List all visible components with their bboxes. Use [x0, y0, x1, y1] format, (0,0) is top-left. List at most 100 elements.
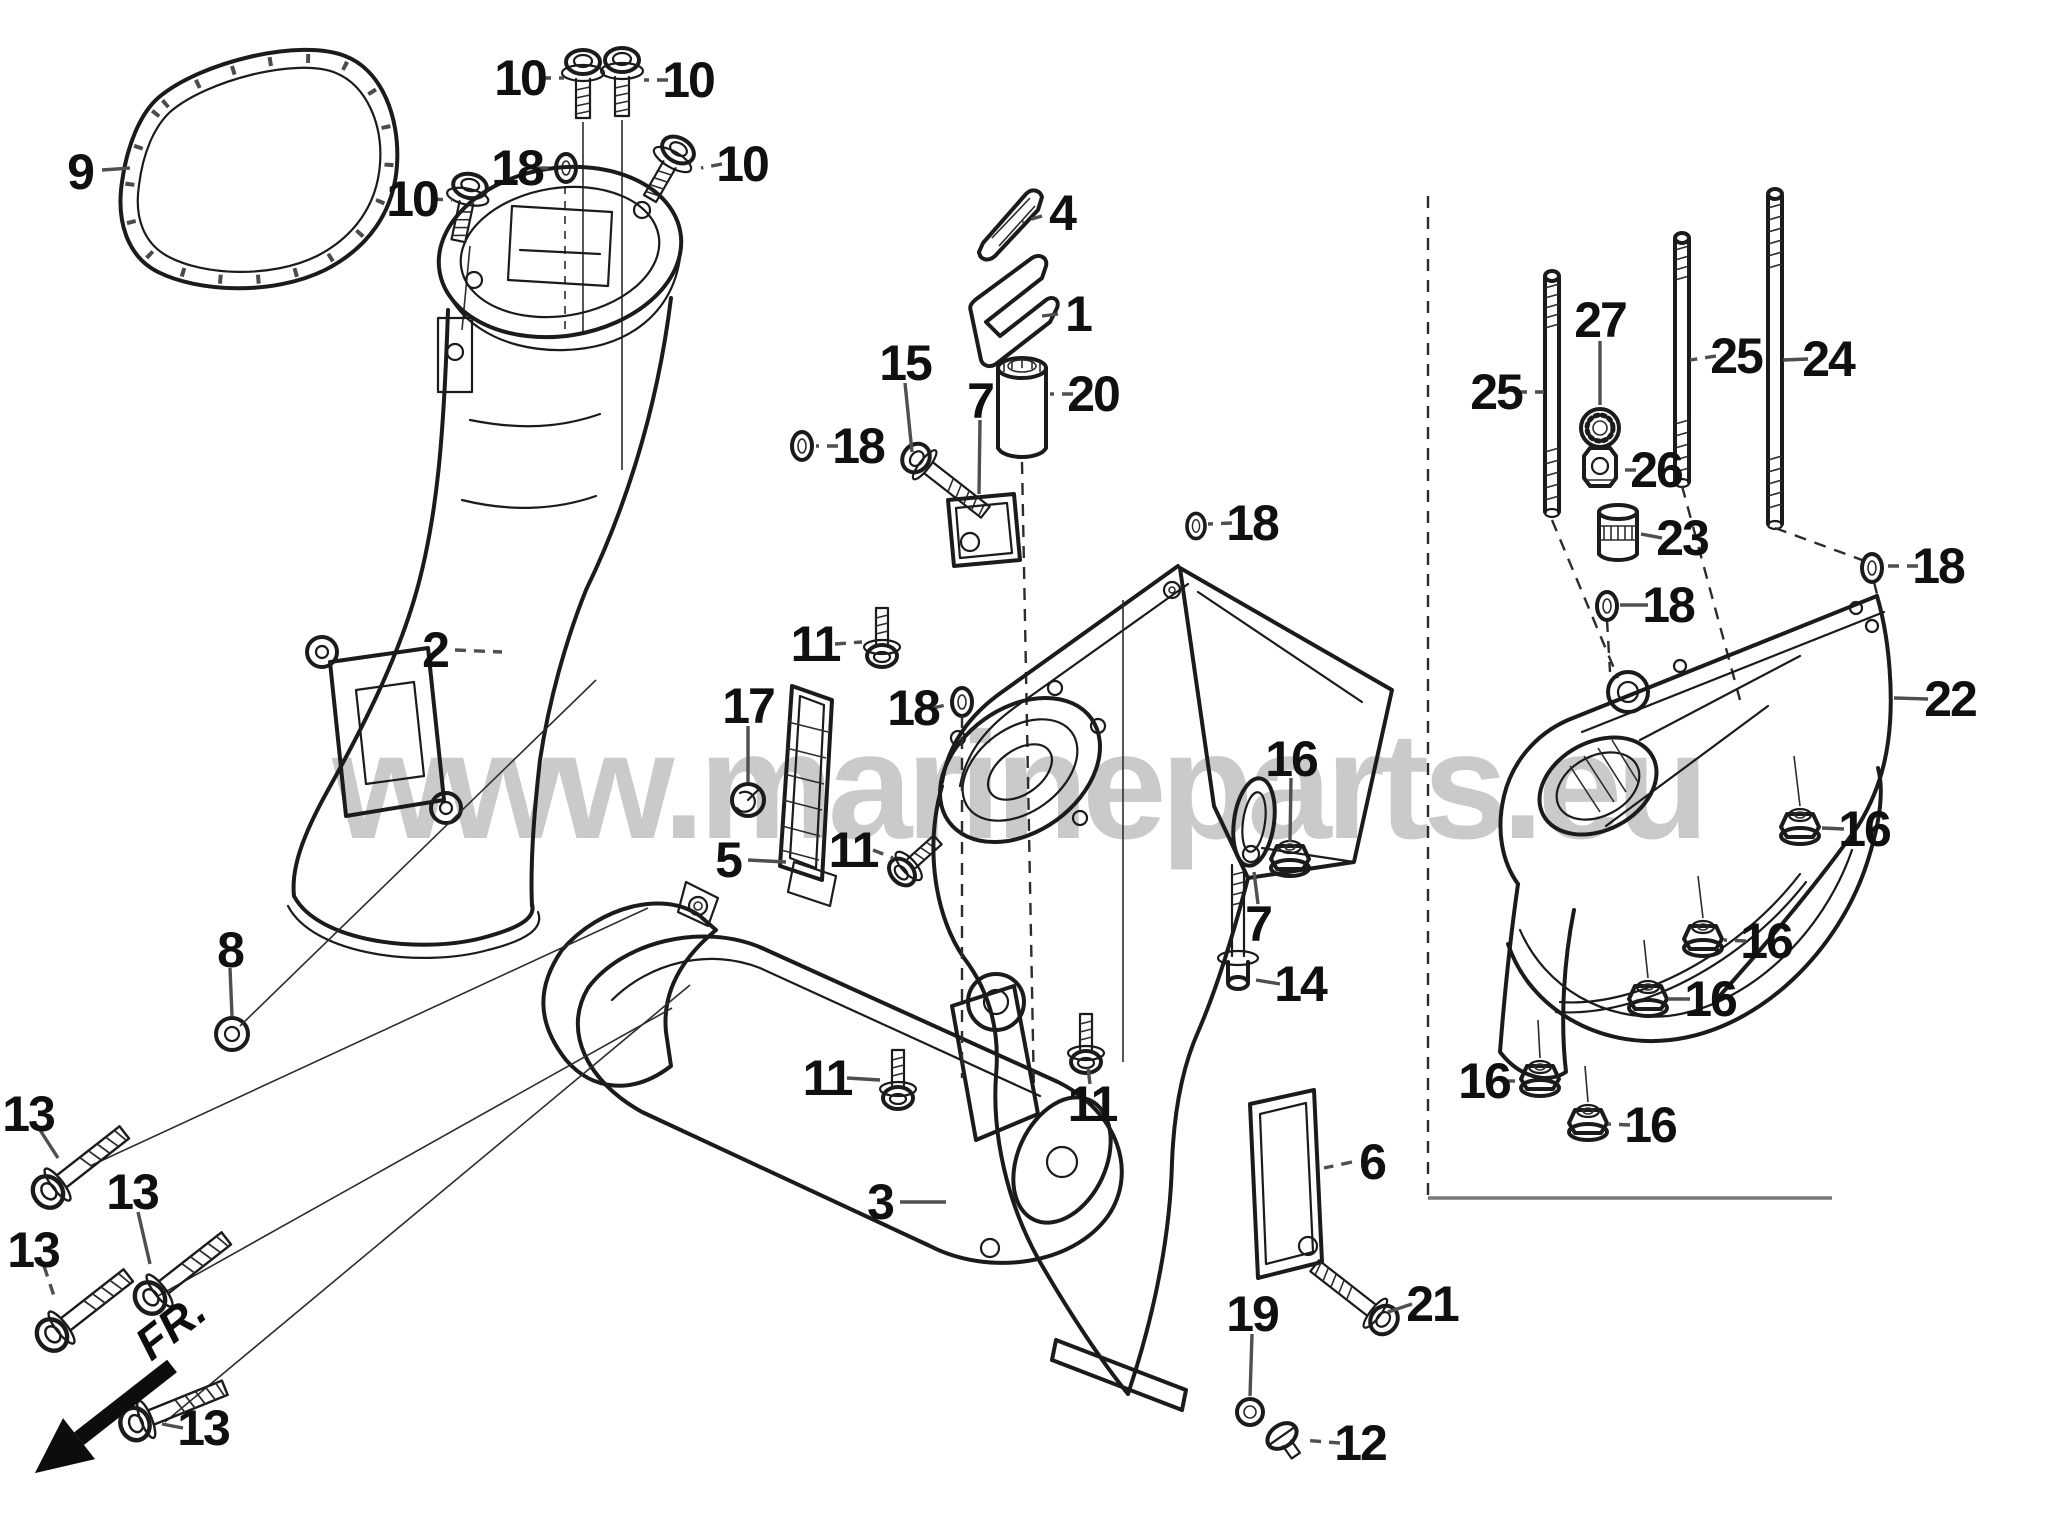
bolt-11-14-drawings	[862, 606, 1311, 1111]
rubber-4-1-drawings	[968, 188, 1060, 369]
part-callout-4[interactable]: 4	[1049, 185, 1079, 241]
gear-case-22-drawing	[1498, 594, 1893, 1080]
part-callout-13[interactable]: 13	[2, 1086, 56, 1142]
part-callout-2[interactable]: 2	[422, 622, 450, 678]
lower-hardware-drawings	[1235, 1088, 1408, 1460]
leader-line-part-4	[1021, 214, 1043, 224]
part-callout-23[interactable]: 23	[1656, 510, 1710, 566]
leader-line-part-13	[161, 1422, 184, 1430]
leader-line-part-14	[1255, 978, 1281, 986]
fr-label: FR.	[125, 1283, 215, 1370]
part-callout-5[interactable]: 5	[715, 832, 744, 888]
leader-line-part-7	[977, 419, 982, 495]
stud-drawings	[1543, 187, 1879, 701]
part-callout-16[interactable]: 16	[1624, 1097, 1678, 1153]
part-callout-10[interactable]: 10	[494, 50, 548, 106]
leader-line-part-5	[747, 858, 787, 864]
leader-line-part-11	[872, 848, 894, 860]
part-callout-14[interactable]: 14	[1274, 956, 1330, 1012]
part-callout-16[interactable]: 16	[1265, 731, 1319, 787]
center-hardware-drawings	[730, 356, 1048, 1095]
leader-line-part-19	[1248, 1333, 1254, 1397]
part-callout-13[interactable]: 13	[177, 1400, 231, 1456]
part-callout-11[interactable]: 11	[791, 616, 843, 672]
part-callout-11[interactable]: 11	[803, 1050, 855, 1106]
part-callout-3[interactable]: 3	[867, 1174, 895, 1230]
leader-line-part-13	[38, 1129, 60, 1159]
leader-lines-layer	[38, 76, 1929, 1445]
part-callout-13[interactable]: 13	[7, 1222, 61, 1278]
leader-line-part-15	[903, 382, 914, 453]
leader-line-part-24	[1782, 357, 1809, 362]
bolt-10-drawings	[435, 46, 705, 470]
extension-case-2-drawing	[286, 164, 684, 959]
part-callout-16[interactable]: 16	[1684, 971, 1738, 1027]
leader-line-part-8	[228, 967, 234, 1017]
leader-line-part-13	[42, 1265, 58, 1303]
part-callout-18[interactable]: 18	[1912, 538, 1967, 594]
leader-line-part-16	[1607, 1122, 1631, 1127]
part-callout-18[interactable]: 18	[832, 418, 887, 474]
leader-line-part-13	[136, 1211, 152, 1265]
part-callout-17[interactable]: 17	[722, 678, 776, 734]
leader-line-part-16	[1723, 938, 1747, 943]
part-callout-7[interactable]: 7	[967, 373, 995, 429]
part-callout-22[interactable]: 22	[1924, 671, 1978, 727]
part-callout-25[interactable]: 25	[1470, 364, 1525, 420]
leader-line-part-23	[1640, 532, 1663, 540]
leader-line-part-10	[700, 162, 723, 170]
leader-line-part-1	[1041, 312, 1059, 318]
leader-line-part-11	[846, 1076, 881, 1082]
part-callout-18[interactable]: 18	[491, 140, 546, 196]
part-callout-11[interactable]: 11	[1068, 1076, 1120, 1132]
part-callout-21[interactable]: 21	[1406, 1276, 1461, 1332]
leader-line-part-18	[1207, 521, 1233, 526]
part-callout-24[interactable]: 24	[1802, 331, 1858, 387]
part-callout-10[interactable]: 10	[386, 171, 440, 227]
part-callout-15[interactable]: 15	[879, 335, 934, 391]
leader-line-part-2	[454, 648, 503, 654]
part-callout-16[interactable]: 16	[1838, 801, 1892, 857]
leader-line-part-21	[1387, 1302, 1413, 1314]
leader-line-part-7	[1252, 871, 1260, 905]
diagram-line-art: FR.	[0, 46, 1893, 1474]
part-callout-19[interactable]: 19	[1226, 1286, 1280, 1342]
part-callout-12[interactable]: 12	[1334, 1415, 1388, 1471]
part-callout-1[interactable]: 1	[1065, 286, 1094, 342]
part-callout-18[interactable]: 18	[1226, 495, 1281, 551]
leader-line-part-16	[1288, 777, 1293, 843]
part-callout-10[interactable]: 10	[716, 136, 770, 192]
leader-line-part-22	[1893, 696, 1929, 701]
part-callout-18[interactable]: 18	[887, 680, 942, 736]
part-callout-7[interactable]: 7	[1245, 896, 1273, 952]
part-callout-6[interactable]: 6	[1359, 1134, 1387, 1190]
part-callout-26[interactable]: 26	[1630, 442, 1684, 498]
leader-line-part-16	[1821, 826, 1845, 831]
part-callout-16[interactable]: 16	[1458, 1053, 1512, 1109]
part-callout-13[interactable]: 13	[106, 1164, 160, 1220]
leader-line-part-18	[932, 702, 951, 710]
part-callout-25[interactable]: 25	[1710, 328, 1765, 384]
part-callout-8[interactable]: 8	[217, 922, 246, 978]
part-callout-9[interactable]: 9	[67, 144, 95, 200]
leader-line-part-9	[101, 166, 131, 172]
part-callout-20[interactable]: 20	[1067, 366, 1121, 422]
watermark-text: www.marineparts.eu	[331, 701, 1704, 871]
part-callout-10[interactable]: 10	[662, 52, 716, 108]
leader-line-part-11	[1086, 1067, 1092, 1085]
part-callout-18[interactable]: 18	[1642, 577, 1697, 633]
gear-case-3-drawing	[931, 564, 1394, 1412]
right-panel-frame	[1426, 196, 1832, 1200]
part-callout-11[interactable]: 11	[829, 822, 881, 878]
part-callout-16[interactable]: 16	[1740, 913, 1794, 969]
gasket-9-drawing	[118, 47, 400, 291]
nut-16-drawings	[1519, 755, 1821, 1142]
part-callout-27[interactable]: 27	[1574, 292, 1628, 348]
leader-line-part-6	[1323, 1160, 1353, 1170]
muffler-assembly-drawing	[89, 679, 1124, 1423]
leader-line-part-25	[1689, 354, 1717, 362]
leader-line-part-12	[1301, 1438, 1341, 1445]
